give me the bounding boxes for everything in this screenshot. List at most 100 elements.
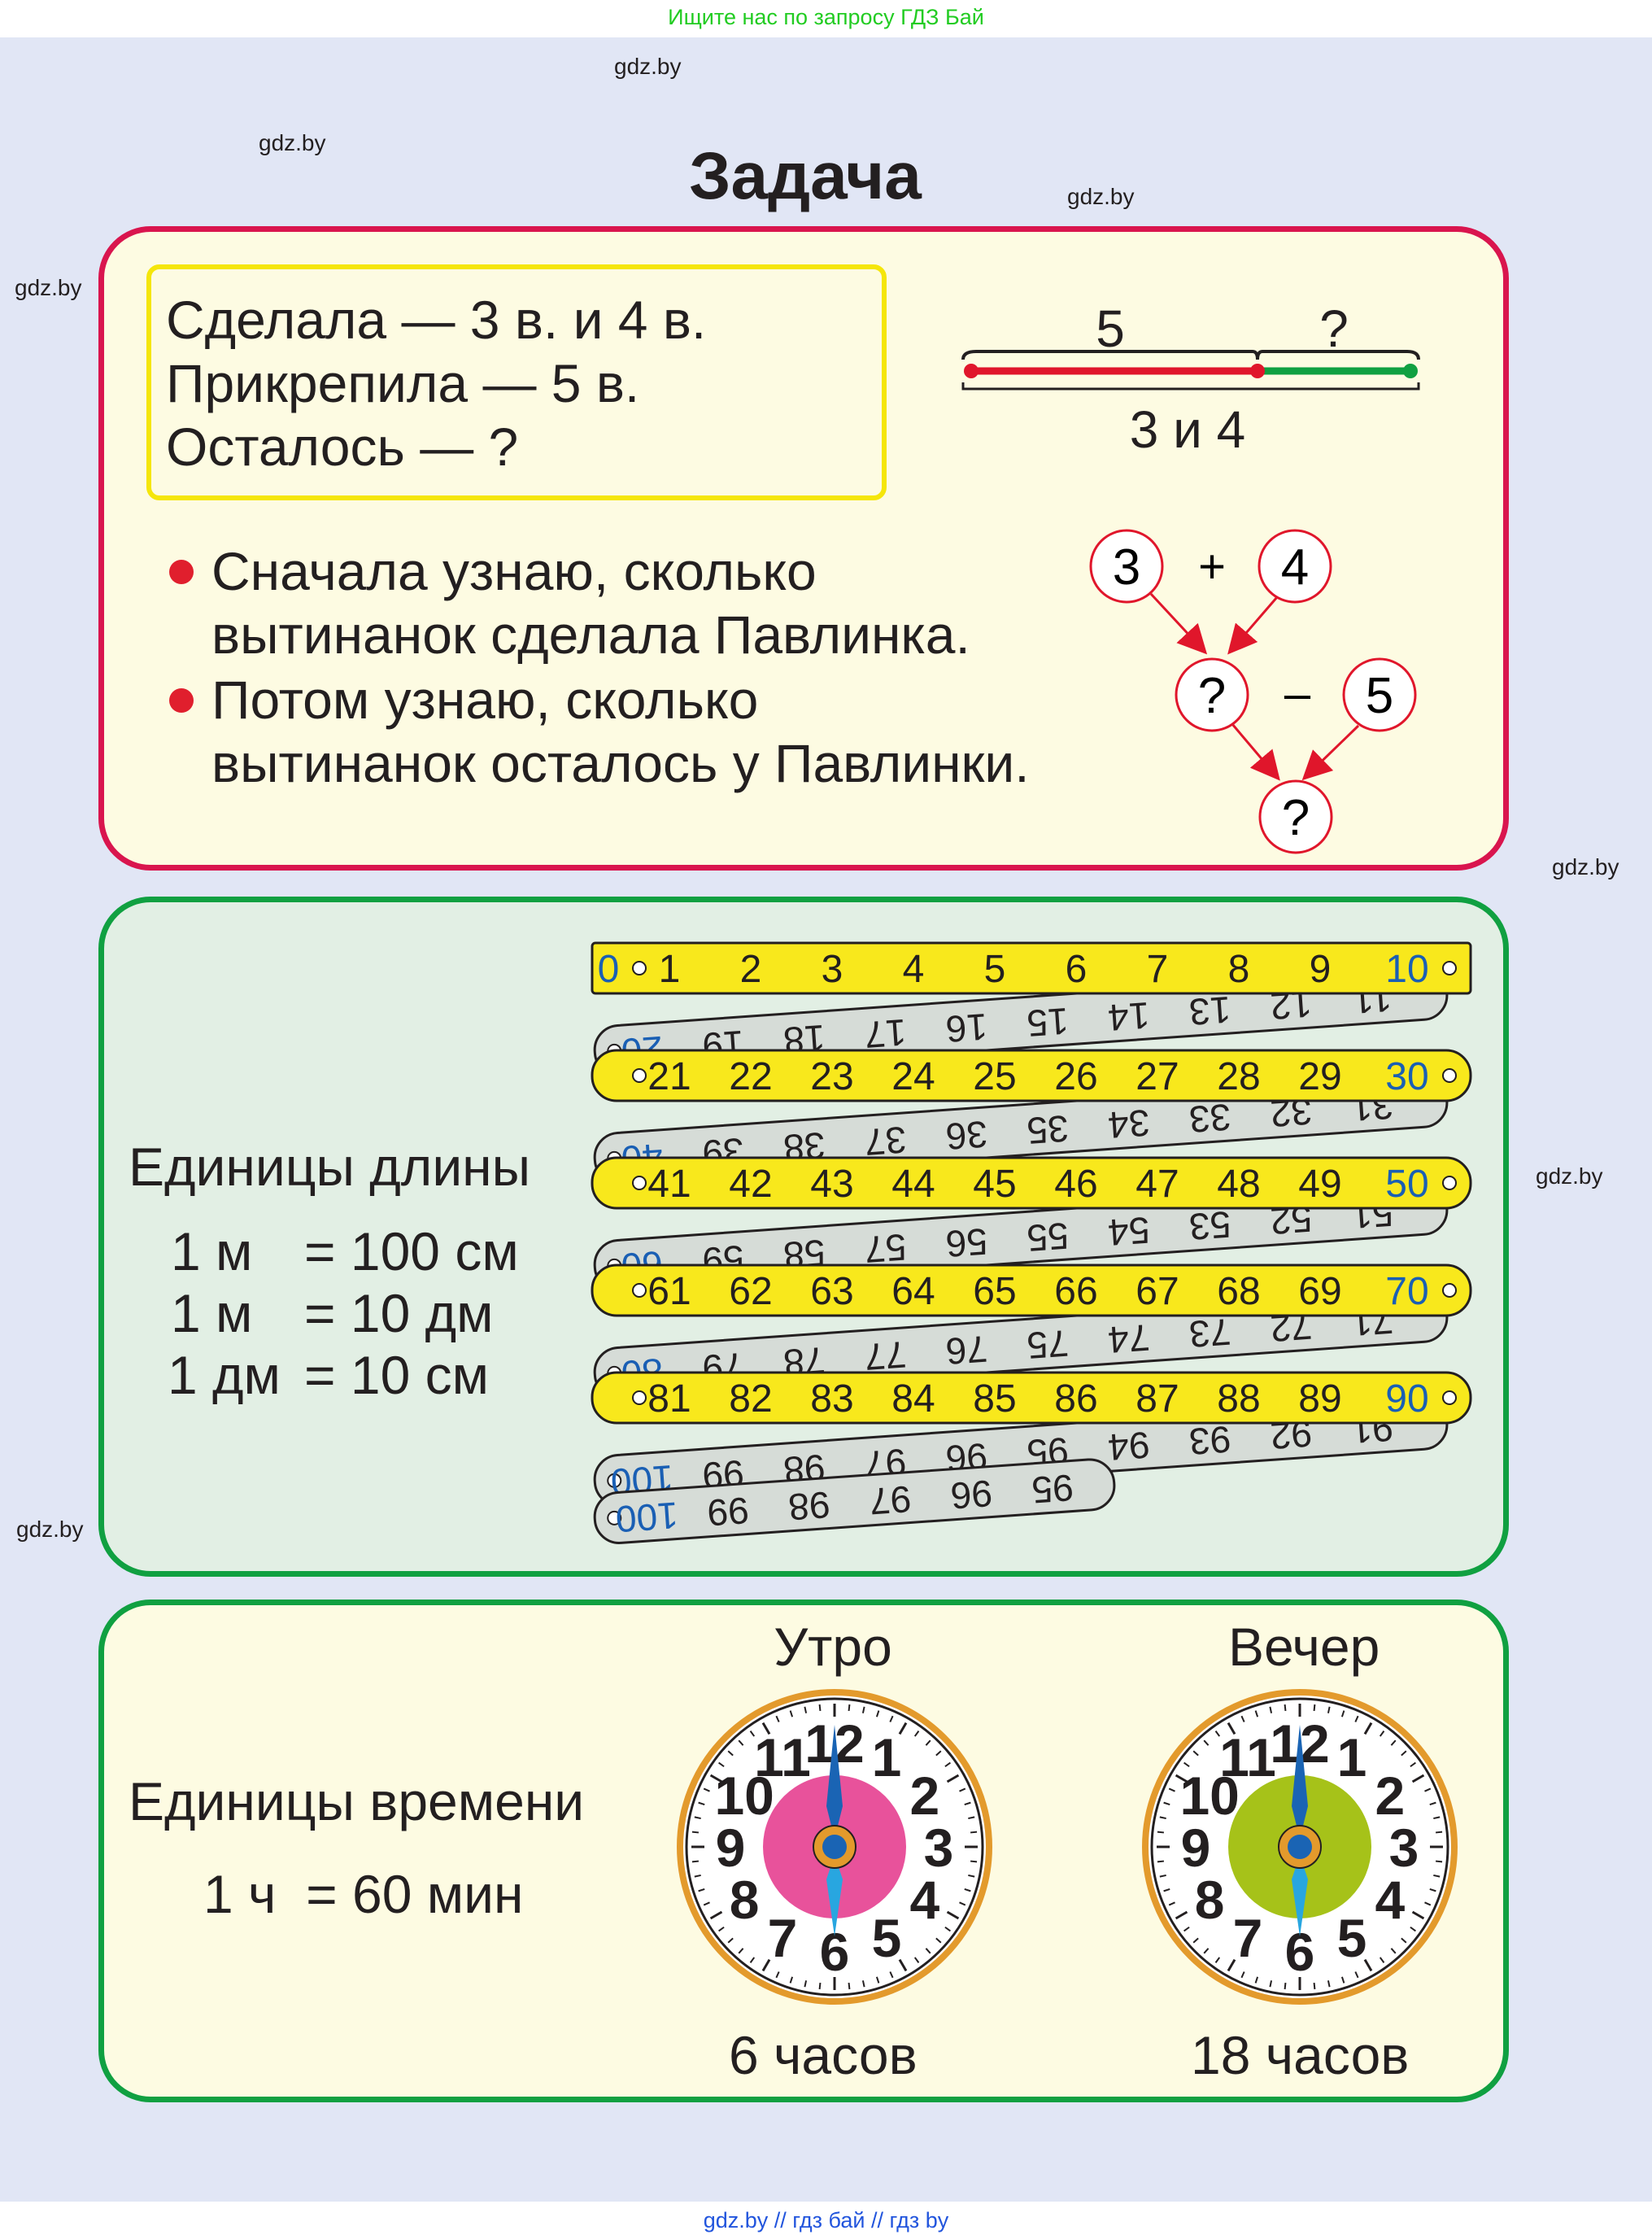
- length-heading: Единицы длины: [129, 1137, 531, 1197]
- bottom-banner: gdz.by // гдз бай // гдз by: [0, 2202, 1652, 2239]
- clock-number: 9: [1181, 1818, 1211, 1878]
- ruler-tick-label: 6: [1066, 948, 1088, 991]
- clock-tick: [703, 1901, 710, 1906]
- clock-hub-center: [822, 1835, 847, 1859]
- clock-tick: [1240, 1971, 1245, 1979]
- clock-tick: [1354, 1715, 1359, 1722]
- bullet-1: [169, 560, 194, 584]
- clock-tick: [1410, 1761, 1416, 1768]
- ruler-tick-label: 84: [891, 1377, 935, 1421]
- clock-tick: [1183, 1761, 1190, 1768]
- clock-tick: [698, 1801, 705, 1806]
- step-2-line-1: Потом узнаю, сколько: [211, 670, 759, 730]
- ruler-tick-label: 41: [647, 1163, 691, 1206]
- ruler-tick-label: 37: [863, 1119, 908, 1163]
- segment-bottom: 3 и 4: [1130, 400, 1246, 459]
- clock-tick: [789, 1976, 794, 1984]
- ruler-tick-label: 0: [598, 948, 620, 991]
- clock-tick: [694, 1816, 701, 1820]
- clock-tick: [698, 1888, 705, 1892]
- clock-tick: [804, 1706, 808, 1713]
- clock-tick: [1203, 1739, 1210, 1746]
- clock-rim-inner: [1150, 1697, 1449, 1997]
- step-2-line-2: вытинанок осталось у Павлинки.: [211, 733, 1030, 793]
- clock-number: 4: [909, 1870, 939, 1930]
- tree-node-a: [1089, 529, 1164, 604]
- clock-tick: [738, 1739, 744, 1746]
- clock-tick: [1269, 1980, 1273, 1988]
- ruler-tick-label: 1: [659, 948, 681, 991]
- clock-number: 1: [872, 1727, 902, 1787]
- ruler-tick-label: 3: [822, 948, 843, 991]
- clock-tick: [925, 1948, 931, 1954]
- ruler-tick-label: 25: [973, 1055, 1016, 1098]
- length-eq-3-right: = 10 см: [304, 1345, 490, 1405]
- clock-evening: 121234567891011: [1142, 1689, 1458, 2005]
- condition-1: Сделала — 3 в. и 4 в.: [166, 290, 707, 350]
- ruler-tick-label: 8: [1228, 948, 1250, 991]
- ruler-tick-label: 88: [1217, 1377, 1260, 1421]
- ruler-tick-label: 35: [1026, 1107, 1070, 1152]
- clock-tick: [913, 1957, 920, 1963]
- ruler-tick-label: 22: [729, 1055, 772, 1098]
- ruler-tick-label: 49: [1298, 1163, 1341, 1206]
- clock-tick: [1168, 1901, 1175, 1906]
- clock-tick: [761, 1722, 771, 1735]
- solution-tree: 3 + 4 ? – 5 ?: [1089, 529, 1417, 854]
- condition-3: Осталось — ?: [166, 417, 519, 477]
- ruler-tick-label: 68: [1217, 1270, 1260, 1313]
- ruler-tick-label: 64: [891, 1270, 935, 1313]
- clock-tick: [1168, 1787, 1175, 1792]
- clock-tick: [935, 1750, 942, 1757]
- ruler-tick-label: 44: [891, 1163, 935, 1206]
- clock-number: 11: [754, 1727, 811, 1787]
- tree-result: ?: [1282, 790, 1310, 846]
- watermark: gdz.by: [1552, 854, 1619, 879]
- clock-tick: [1379, 1731, 1385, 1737]
- clock-number: 11: [1219, 1727, 1276, 1787]
- ruler-tick-label: 26: [1054, 1055, 1097, 1098]
- clock-tick: [964, 1801, 971, 1806]
- clock-tick: [691, 1860, 700, 1863]
- ruler-tick-label: 13: [1188, 989, 1232, 1033]
- ruler-tick-label: 36: [944, 1113, 989, 1158]
- ruler-tick-label: 62: [729, 1270, 772, 1313]
- clock-tick: [1429, 1801, 1436, 1806]
- clock-tick: [818, 1704, 822, 1712]
- ruler-tick-label: 34: [1107, 1102, 1152, 1146]
- ruler-tick-label: 75: [1026, 1322, 1070, 1367]
- tree-op1: +: [1198, 540, 1226, 593]
- ruler-tick-label: 93: [1188, 1418, 1232, 1463]
- ruler-tick-label: 56: [944, 1220, 989, 1265]
- clock-tick: [709, 1774, 723, 1783]
- ruler-tick-label: 67: [1135, 1270, 1179, 1313]
- length-eq-2-left: 1 м: [171, 1283, 253, 1343]
- clock-tick: [1363, 1722, 1373, 1735]
- ruler-tick-label: 89: [1298, 1377, 1341, 1421]
- clock-tick: [946, 1774, 960, 1783]
- clock-tick: [1340, 1976, 1345, 1984]
- segment-dot: [1403, 364, 1418, 378]
- clock-tick: [1429, 1888, 1436, 1892]
- clock-tick: [789, 1710, 794, 1717]
- segment-underline: [961, 382, 1420, 391]
- clock-tick: [1411, 1774, 1425, 1783]
- clock-tick: [1254, 1710, 1259, 1717]
- time-eq: 1 ч = 60 мин: [203, 1864, 524, 1924]
- length-eq-1-left: 1 м: [171, 1221, 253, 1281]
- ruler-tick-label: 16: [944, 1006, 989, 1050]
- clock-number: 2: [909, 1765, 939, 1826]
- clock-tick: [944, 1926, 951, 1932]
- tree-node-c: [1342, 657, 1417, 732]
- length-eq-3-left: 1 дм: [168, 1345, 281, 1405]
- page-title: Задача: [689, 139, 922, 213]
- clock-tick: [1313, 1982, 1316, 1990]
- clock-tick: [1379, 1957, 1385, 1963]
- tree-a: 3: [1113, 539, 1140, 596]
- clock-tick: [925, 1739, 931, 1746]
- clock-number: 2: [1375, 1765, 1405, 1826]
- clock-tick: [1327, 1706, 1331, 1713]
- clock-hub-center: [1288, 1835, 1312, 1859]
- clock-tick: [804, 1980, 808, 1988]
